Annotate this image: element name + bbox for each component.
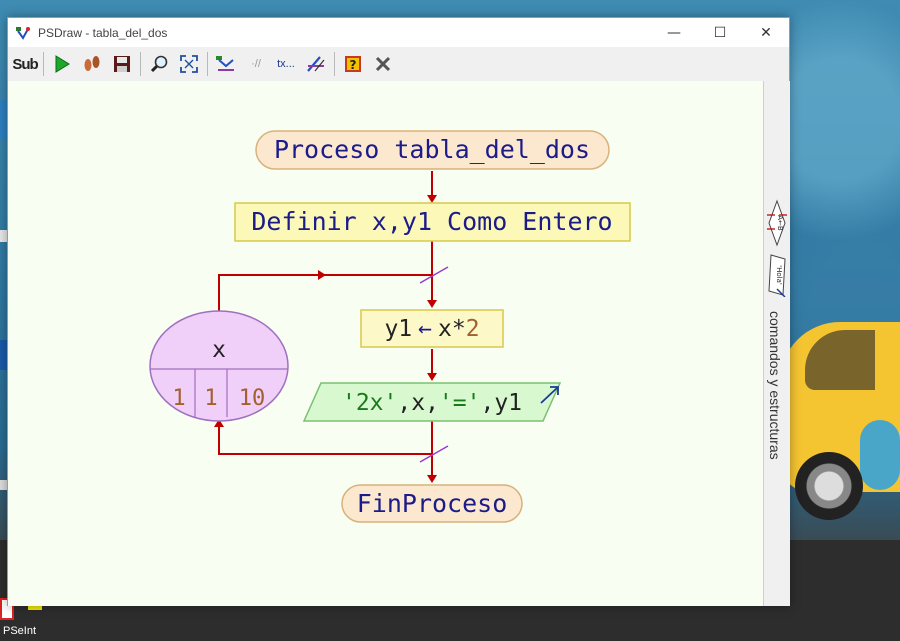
toolbar: Sub xyxy=(8,47,789,81)
define-node-label: Definir x,y1 Como Entero xyxy=(251,207,612,236)
assign-node-label: y1←x*2 xyxy=(384,316,479,342)
start-node xyxy=(255,130,610,170)
commands-panel-label[interactable]: comandos y estructuras xyxy=(767,311,783,460)
run-icon xyxy=(55,55,70,73)
output-sep-1: ,x, xyxy=(397,390,439,416)
loop-marker xyxy=(419,266,449,284)
close-button[interactable]: ✕ xyxy=(760,24,772,41)
assign-tool-text: A←B xyxy=(776,215,784,231)
loop-start: 1 xyxy=(172,386,185,411)
pen-icon xyxy=(307,56,325,72)
fit-screen-button[interactable] xyxy=(176,51,202,77)
psdraw-window: PSDraw - tabla_del_dos — ☐ ✕ Sub xyxy=(7,17,790,606)
run-button[interactable] xyxy=(49,51,75,77)
comment-icon: ·// xyxy=(251,58,261,70)
zoom-button[interactable] xyxy=(146,51,172,77)
assign-lhs: y1 xyxy=(384,316,412,342)
fit-screen-icon xyxy=(180,55,198,73)
wallpaper-car-stripe xyxy=(860,420,900,490)
start-node-label: Proceso tabla_del_dos xyxy=(274,135,590,164)
wallpaper-car-window xyxy=(805,330,875,390)
pseint-icon-label: PSeInt xyxy=(3,625,37,637)
arrowhead xyxy=(427,195,437,203)
psdraw-app-icon xyxy=(14,24,32,42)
toolbar-separator xyxy=(334,52,335,76)
edit-button[interactable] xyxy=(303,51,329,77)
assign-node xyxy=(360,309,504,348)
svg-text:?: ? xyxy=(350,58,357,72)
end-node xyxy=(341,484,523,523)
arrowhead xyxy=(427,373,437,381)
toolbar-separator xyxy=(43,52,44,76)
output-node-label: '2x',x,'=',y1 xyxy=(342,390,522,416)
assign-arrow: ← xyxy=(418,316,432,342)
comment-button[interactable]: ·// xyxy=(243,51,269,77)
close-x-icon xyxy=(375,56,391,72)
output-string-2: '=' xyxy=(439,390,481,416)
output-arrow-icon xyxy=(540,387,558,404)
output-tool-text: 'Hola' xyxy=(775,265,783,285)
toolbar-separator xyxy=(207,52,208,76)
loop-top-line xyxy=(218,274,432,313)
maximize-button[interactable]: ☐ xyxy=(713,24,727,41)
minimize-button[interactable]: — xyxy=(667,24,681,41)
magnifier-icon xyxy=(150,55,168,73)
text-button[interactable]: tx... xyxy=(273,51,299,77)
loop-markers xyxy=(419,266,449,463)
loop-step: 1 xyxy=(204,386,217,411)
close-flow-button[interactable] xyxy=(370,51,396,77)
output-tool-icon[interactable]: 'Hola' xyxy=(767,253,787,297)
output-node xyxy=(302,382,562,422)
loop-marker xyxy=(419,445,449,463)
arrowheads xyxy=(214,195,437,483)
define-node xyxy=(234,202,631,242)
flowchart-canvas[interactable]: Proceso tabla_del_dos Definir x,y1 Como … xyxy=(8,81,763,606)
flow-icon xyxy=(216,56,234,71)
sub-icon: Sub xyxy=(12,55,38,73)
assign-rhs-num: 2 xyxy=(466,316,480,342)
loop-end: 10 xyxy=(239,386,266,411)
output-string-1: '2x' xyxy=(342,390,397,416)
desktop-icons-strip[interactable] xyxy=(0,100,8,620)
output-sep-2: ,y1 xyxy=(480,390,522,416)
output-arrow-head xyxy=(550,386,559,395)
save-button[interactable] xyxy=(109,51,135,77)
step-button[interactable] xyxy=(79,51,105,77)
arrowhead xyxy=(318,270,326,280)
save-icon xyxy=(114,56,130,72)
end-node-label: FinProceso xyxy=(357,489,508,518)
assign-rhs-var: x* xyxy=(438,316,466,342)
flow-button[interactable] xyxy=(213,51,239,77)
title-bar[interactable]: PSDraw - tabla_del_dos — ☐ ✕ xyxy=(8,18,789,47)
toolbar-separator xyxy=(140,52,141,76)
arrowhead xyxy=(427,475,437,483)
help-button[interactable]: ? xyxy=(340,51,366,77)
window-title: PSDraw - tabla_del_dos xyxy=(38,25,168,40)
text-icon: tx... xyxy=(277,58,295,70)
loop-divider xyxy=(194,369,228,417)
footsteps-icon xyxy=(84,56,100,71)
arrowhead xyxy=(427,300,437,308)
commands-side-panel[interactable]: A←B 'Hola' comandos y estructuras xyxy=(763,81,790,606)
sub-button[interactable]: Sub xyxy=(12,51,38,77)
assign-tool-icon[interactable]: A←B xyxy=(767,199,787,247)
wallpaper-car-wheel xyxy=(795,452,863,520)
loop-bottom-line xyxy=(218,421,432,455)
flowchart-svg: Proceso tabla_del_dos Definir x,y1 Como … xyxy=(149,130,631,523)
loop-variable: x xyxy=(212,337,226,363)
help-icon: ? xyxy=(345,56,361,72)
for-loop-node xyxy=(149,310,289,422)
arrowhead xyxy=(214,419,224,427)
